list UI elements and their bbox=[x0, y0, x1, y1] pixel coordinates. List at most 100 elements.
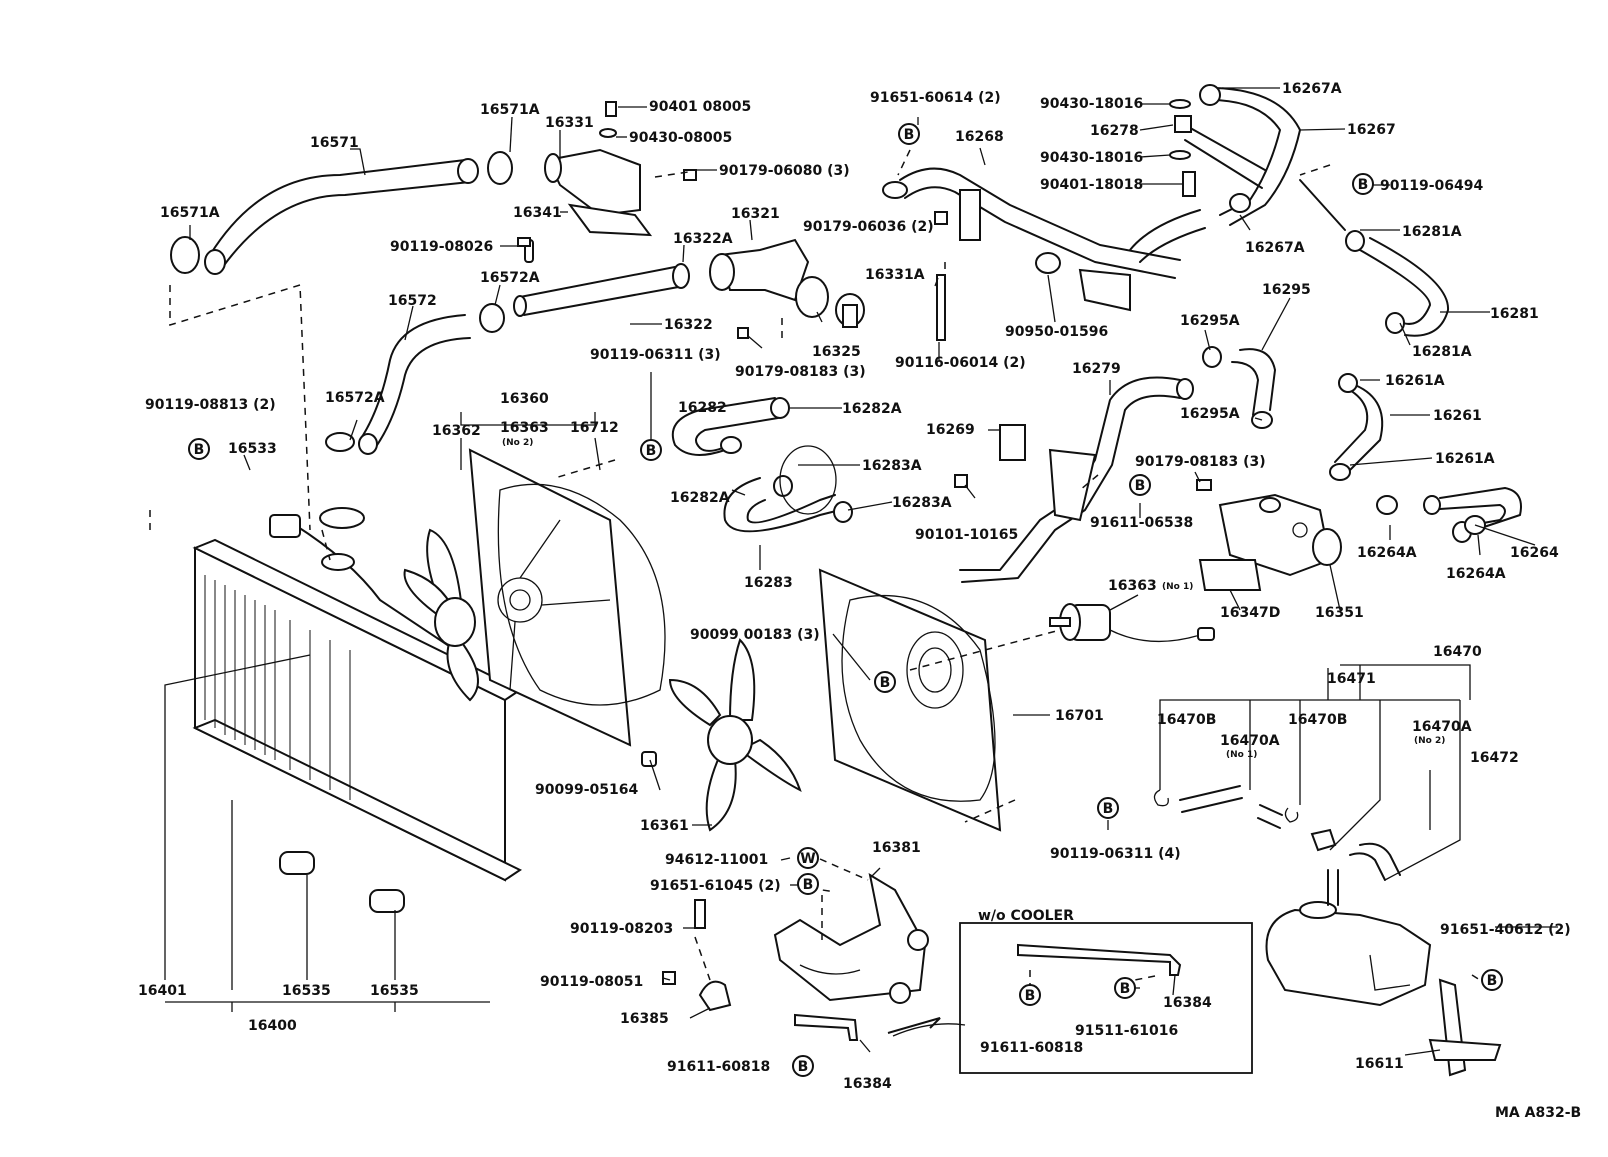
callout-16268: 16268 bbox=[955, 129, 1004, 145]
hose-clamp-16571A-top bbox=[487, 151, 513, 185]
nut-90179-08183 bbox=[737, 327, 749, 339]
callout-16281: 16281 bbox=[1490, 306, 1539, 322]
callout-16281A-b: 16281A bbox=[1412, 344, 1472, 360]
callout-16571: 16571 bbox=[310, 135, 359, 151]
water-outlet-16351 bbox=[1218, 493, 1342, 577]
callout-90119-08051: 90119-08051 bbox=[540, 974, 643, 990]
hose-16261 bbox=[1344, 384, 1384, 476]
hose-clamp-16571A-left bbox=[170, 236, 200, 274]
callout-90119-06494: 90119-06494 bbox=[1380, 178, 1483, 194]
callout-91611-60818-a: 91611-60818 bbox=[667, 1059, 770, 1075]
fan-shroud-16701 bbox=[818, 568, 1002, 832]
callout-16385: 16385 bbox=[620, 1011, 669, 1027]
callout-16322: 16322 bbox=[664, 317, 713, 333]
callout-91511-61016: 91511-61016 bbox=[1075, 1023, 1178, 1039]
marker-w: W bbox=[800, 851, 815, 867]
callout-16282A-l: 16282A bbox=[670, 490, 730, 506]
callout-16384-b: 16384 bbox=[1163, 995, 1212, 1011]
callout-16361: 16361 bbox=[640, 818, 689, 834]
callout-16331A: 16331A bbox=[865, 267, 925, 283]
marker-b: B bbox=[904, 127, 915, 143]
callout-16261A-a: 16261A bbox=[1385, 373, 1445, 389]
hose-16470A-no1 bbox=[1179, 785, 1241, 801]
stud-90116-06014 bbox=[936, 274, 946, 341]
callout-90099-05164: 90099-05164 bbox=[535, 782, 638, 798]
callout-16279: 16279 bbox=[1072, 361, 1121, 377]
callout-16278: 16278 bbox=[1090, 123, 1139, 139]
callout-16264A-b: 16264A bbox=[1446, 566, 1506, 582]
callout-16363-no1: 16363 bbox=[1108, 578, 1157, 594]
callout-16264A-a: 16264A bbox=[1357, 545, 1417, 561]
note-no2: (No 2) bbox=[502, 438, 533, 448]
hose-16295 bbox=[1239, 348, 1276, 411]
dashed-assembly-lines bbox=[149, 149, 1481, 990]
callout-91611-06538: 91611-06538 bbox=[1090, 515, 1193, 531]
marker-b: B bbox=[880, 675, 891, 691]
nut-90179-08183-r bbox=[1196, 479, 1212, 491]
callout-16470B-b: 16470B bbox=[1288, 712, 1347, 728]
water-by-pass-pipe bbox=[519, 265, 681, 298]
callout-91651-40612: 91651-40612 (2) bbox=[1440, 922, 1571, 938]
callout-90119-06311-4: 90119-06311 (4) bbox=[1050, 846, 1181, 862]
callout-16267A-mid: 16267A bbox=[1245, 240, 1305, 256]
callout-16295A-a: 16295A bbox=[1180, 313, 1240, 329]
bracket-16269 bbox=[999, 424, 1026, 461]
marker-circles: B B B B B B B W B B B B B bbox=[188, 123, 1503, 1077]
callout-16322A: 16322A bbox=[673, 231, 733, 247]
radiator-core-fins bbox=[204, 575, 351, 800]
drawing-code: MA A832-B bbox=[1495, 1105, 1581, 1121]
callout-16261: 16261 bbox=[1433, 408, 1482, 424]
callout-16283A-b: 16283A bbox=[892, 495, 952, 511]
hose-16281 bbox=[1359, 249, 1431, 325]
radiator-assembly bbox=[192, 507, 522, 913]
bolt-90119-08026 bbox=[517, 237, 531, 247]
callout-16533: 16533 bbox=[228, 441, 277, 457]
callout-90101-10165: 90101-10165 bbox=[915, 527, 1018, 543]
callout-16571A-top: 16571A bbox=[480, 102, 540, 118]
hose-clamp-16572A-left bbox=[325, 432, 355, 452]
gasket-90430-18016-b bbox=[1169, 150, 1191, 160]
callout-16400: 16400 bbox=[248, 1018, 297, 1034]
bracket-16384-a bbox=[794, 1013, 859, 1041]
fan-16362 bbox=[403, 528, 479, 702]
callout-16384-a: 16384 bbox=[843, 1076, 892, 1092]
callout-90116-06014: 90116-06014 (2) bbox=[895, 355, 1026, 371]
gasket-16322A bbox=[672, 263, 690, 289]
callout-90179-08183-r: 90179-08183 (3) bbox=[1135, 454, 1266, 470]
callout-90119-08026: 90119-08026 bbox=[390, 239, 493, 255]
callout-91611-60818-b: 91611-60818 bbox=[980, 1040, 1083, 1056]
callout-16471: 16471 bbox=[1327, 671, 1376, 687]
bolt-90101-10165 bbox=[954, 474, 968, 488]
callout-90430-08005: 90430-08005 bbox=[629, 130, 732, 146]
callout-90179-06080: 90179-06080 (3) bbox=[719, 163, 850, 179]
callout-16282A-r: 16282A bbox=[842, 401, 902, 417]
grommet-90099-05164 bbox=[641, 751, 657, 767]
callout-16281A-a: 16281A bbox=[1402, 224, 1462, 240]
hose-16470A-no2 bbox=[1259, 804, 1283, 816]
callout-90119-06311-3: 90119-06311 (3) bbox=[590, 347, 721, 363]
heater-hose-16282 bbox=[671, 397, 776, 456]
radiator-mount-cushion-right bbox=[369, 889, 405, 913]
clip-16385 bbox=[698, 980, 732, 1012]
bolt-90401-18018 bbox=[1182, 171, 1196, 197]
marker-b: B bbox=[1135, 478, 1146, 494]
callout-90179-08183-mid: 90179-08183 (3) bbox=[735, 364, 866, 380]
hose-16264 bbox=[1439, 487, 1522, 536]
bracket-16384-b bbox=[1017, 943, 1182, 976]
gasket-16347D bbox=[1198, 559, 1262, 591]
lower-radiator-hose bbox=[359, 314, 466, 441]
callout-16572A-top: 16572A bbox=[480, 270, 540, 286]
callout-16283: 16283 bbox=[744, 575, 793, 591]
callout-91651-60614: 91651-60614 (2) bbox=[870, 90, 1001, 106]
thermostat-16331A bbox=[835, 293, 865, 328]
radiator-mount-cushion-left bbox=[279, 851, 315, 875]
reservoir-tank-16470 bbox=[1265, 842, 1432, 1007]
callout-16572A-left: 16572A bbox=[325, 390, 385, 406]
marker-b: B bbox=[194, 442, 205, 458]
callout-16572: 16572 bbox=[388, 293, 437, 309]
union-16278 bbox=[1174, 115, 1192, 133]
callout-16571A-left: 16571A bbox=[160, 205, 220, 221]
part-number-callouts: 16571 16571A 16571A 16331 90401 08005 90… bbox=[138, 81, 1581, 1121]
callout-90179-06036: 90179-06036 (2) bbox=[803, 219, 934, 235]
